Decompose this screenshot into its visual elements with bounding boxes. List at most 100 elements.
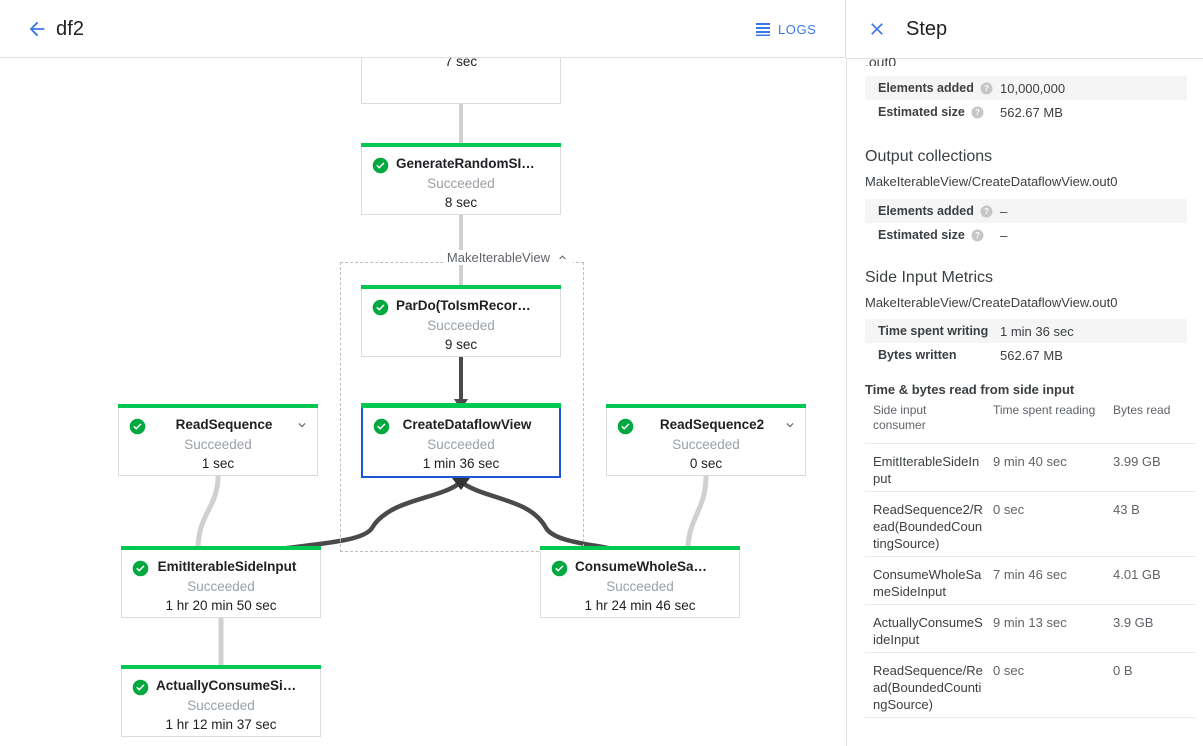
logs-button[interactable]: LOGS (755, 18, 816, 40)
row-label: Estimated size ? (865, 105, 1000, 119)
side-input-table-title: Time & bytes read from side input (865, 382, 1075, 397)
svg-text:?: ? (975, 231, 980, 240)
row-label: Estimated size ? (865, 228, 1000, 242)
node-duration: 7 sec (444, 58, 478, 69)
chevron-down-icon[interactable] (783, 418, 797, 432)
status-success-icon (617, 418, 634, 435)
cell-bytes: 3.99 GB (1113, 454, 1161, 469)
node-status-bar (606, 404, 806, 408)
help-icon[interactable]: ? (980, 205, 993, 218)
status-success-icon (372, 157, 389, 174)
node-status: Succeeded (672, 437, 740, 452)
status-success-icon (129, 418, 146, 435)
node-name: ParDo(ToIsmRecordFor… (396, 298, 538, 313)
table-row: Bytes written 562.67 MB (865, 343, 1187, 367)
status-success-icon (373, 418, 390, 435)
cell-bytes: 3.9 GB (1113, 615, 1154, 630)
help-icon[interactable]: ? (980, 82, 993, 95)
status-success-icon (551, 560, 568, 577)
status-success-icon (372, 299, 389, 316)
graph-node-pardo-to-ism-record-for[interactable]: ParDo(ToIsmRecordFor… Succeeded 9 sec (361, 285, 561, 357)
node-duration: 1 min 36 sec (422, 456, 500, 471)
panel-scrollbar[interactable] (846, 130, 847, 746)
side-input-consumers-table: Side input consumer Time spent reading B… (865, 403, 1195, 718)
node-duration: 1 sec (201, 456, 235, 471)
graph-group-make-iterable-view[interactable]: MakeIterableView (340, 250, 584, 552)
group-collapse-toggle[interactable]: MakeIterableView (442, 250, 573, 265)
table-bottom-rule (865, 717, 1195, 718)
side-input-summary-table: Time spent writing 1 min 36 sec Bytes wr… (865, 319, 1187, 367)
node-duration: 8 sec (444, 195, 478, 210)
table-row: Time spent writing 1 min 36 sec (865, 319, 1187, 343)
status-success-icon (373, 418, 390, 435)
node-status-bar (540, 546, 740, 550)
node-status: Succeeded (606, 579, 674, 594)
header-divider (845, 0, 846, 58)
cell-consumer: ConsumeWholeSameSideInput (873, 567, 982, 599)
node-status: Succeeded (187, 698, 255, 713)
output-metrics-table: Elements added ? – Estimated size ? – (865, 199, 1187, 247)
row-value: – (1000, 203, 1008, 219)
step-details-panel[interactable]: .out0 Elements added ? 10,000,000 Estima… (846, 58, 1203, 746)
panel-top-divider (847, 58, 1203, 59)
group-label: MakeIterableView (446, 250, 550, 265)
node-status-bar (361, 403, 561, 408)
svg-text:?: ? (984, 84, 989, 93)
node-status-bar (121, 665, 321, 669)
node-expand-toggle[interactable] (783, 418, 797, 432)
help-icon[interactable]: ? (971, 229, 984, 242)
cell-time: 0 sec (993, 663, 1025, 678)
side-input-collection-name: MakeIterableView/CreateDataflowView.out0 (865, 295, 1118, 310)
row-value: 1 min 36 sec (1000, 323, 1074, 339)
table-row: Estimated size ? – (865, 223, 1187, 247)
output-collection-name: MakeIterableView/CreateDataflowView.out0 (865, 174, 1118, 189)
status-success-icon (132, 560, 149, 577)
status-success-icon (617, 418, 634, 435)
node-duration: 9 sec (444, 337, 478, 352)
cell-bytes: 43 B (1113, 502, 1140, 517)
panel-header: Step (846, 0, 1203, 58)
clipped-collection-name: .out0 (865, 58, 897, 66)
table-row: ReadSequence2/Read(BoundedCountingSource… (865, 491, 1195, 556)
close-icon[interactable] (862, 14, 892, 44)
cell-consumer: ActuallyConsumeSideInput (873, 615, 983, 647)
row-value: 562.67 MB (1000, 347, 1063, 363)
panel-title: Step (906, 18, 948, 40)
node-duration: 0 sec (689, 456, 723, 471)
status-success-icon (132, 679, 149, 696)
back-arrow-icon[interactable] (24, 16, 50, 42)
cell-consumer: ReadSequence/Read(BoundedCountingSource) (873, 663, 983, 712)
table-row: Elements added ? 10,000,000 (865, 76, 1187, 100)
row-label: Time spent writing (878, 324, 989, 338)
node-name: ActuallyConsumeSideI… (156, 678, 298, 693)
status-success-icon (132, 679, 149, 696)
node-name: ReadSequence (175, 417, 273, 432)
node-duration: 1 hr 20 min 50 sec (165, 598, 277, 613)
node-name: GenerateRandomSIData (396, 156, 538, 171)
svg-text:?: ? (984, 207, 989, 216)
node-status: Succeeded (427, 318, 495, 333)
chevron-down-icon[interactable] (295, 418, 309, 432)
help-icon[interactable]: ? (971, 106, 984, 119)
node-status: Succeeded (427, 176, 495, 191)
list-icon (756, 23, 770, 36)
column-header-bytes: Bytes read (1113, 403, 1171, 417)
node-name: ReadSequence2 (659, 417, 765, 432)
graph-node-top-clipped[interactable]: Succeeded7 sec (361, 58, 561, 104)
cell-consumer: EmitIterableSideInput (873, 454, 980, 486)
chevron-up-icon[interactable] (556, 251, 569, 264)
job-graph-canvas[interactable]: MakeIterableView Succeeded7 secGenerateR… (0, 58, 846, 746)
node-expand-toggle[interactable] (295, 418, 309, 432)
table-row: ReadSequence/Read(BoundedCountingSource)… (865, 652, 1195, 717)
row-label: Elements added ? (865, 81, 1000, 95)
row-value: 562.67 MB (1000, 104, 1063, 120)
